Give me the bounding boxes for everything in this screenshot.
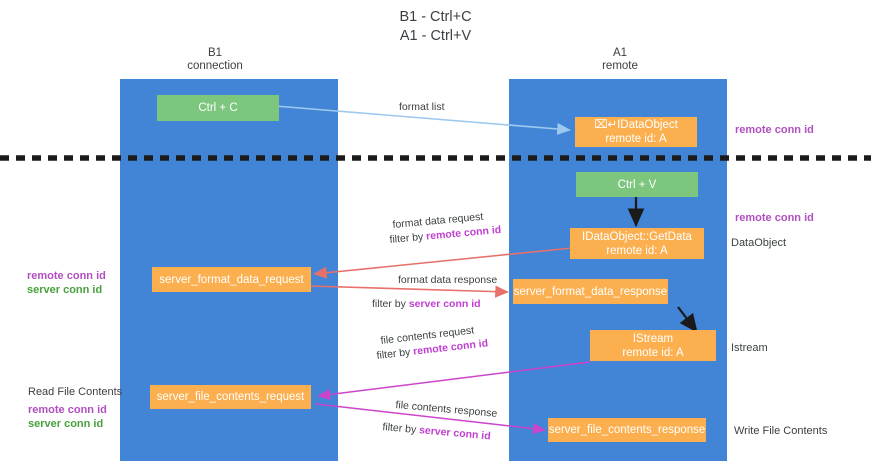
box-ctrl-c-label: Ctrl + C	[198, 102, 238, 114]
side-label-server-conn-id-2: server conn id	[28, 418, 104, 430]
filter-key-server-conn-id: server conn id	[408, 298, 481, 310]
filter-key-server-conn-id: server conn id	[418, 424, 492, 443]
side-label-write-file-contents: Write File Contents	[734, 425, 828, 437]
box-server-file-contents-response[interactable]: server_file_contents_response	[548, 418, 706, 442]
box-idataobject[interactable]: ⌧↵IDataObject remote id: A	[575, 117, 697, 147]
box-server-file-contents-response-label: server_file_contents_response	[548, 424, 706, 436]
side-label-remote-conn-id-2: remote conn id	[28, 404, 107, 416]
box-idataobject-label: ⌧↵IDataObject	[594, 119, 678, 131]
side-label-istream: Istream	[731, 342, 768, 354]
box-server-file-contents-request[interactable]: server_file_contents_request	[150, 385, 311, 409]
phase-divider	[0, 155, 871, 161]
filter-prefix: filter by	[372, 298, 409, 310]
filter-prefix: filter by	[381, 421, 420, 437]
column-header-b1-name: B1	[207, 47, 223, 59]
filter-prefix: filter by	[376, 345, 414, 362]
box-istream[interactable]: IStream remote id: A	[590, 330, 716, 361]
edge-label-format-data-response-filter: filter by server conn id	[372, 298, 481, 311]
box-server-format-data-request-label: server_format_data_request	[159, 273, 304, 286]
page-title-line-2: A1 - Ctrl+V	[399, 28, 472, 44]
box-server-file-contents-request-label: server_file_contents_request	[156, 391, 305, 403]
edge-label-format-list: format list	[399, 101, 445, 113]
box-server-format-data-response[interactable]: server_format_data_response	[513, 279, 668, 304]
column-header-b1: B1 connection	[155, 47, 275, 73]
box-ctrl-v[interactable]: Ctrl + V	[576, 172, 698, 197]
side-label-server-conn-id-1: server conn id	[27, 284, 103, 296]
edge-label-file-contents-response-filter: filter by server conn id	[382, 421, 491, 443]
side-label-remote-conn-id-mid: remote conn id	[735, 212, 814, 224]
column-header-a1-role: remote	[602, 60, 638, 72]
page-title: B1 - Ctrl+C A1 - Ctrl+V	[0, 8, 871, 46]
box-idataobject-remote-id: remote id: A	[605, 133, 667, 145]
filter-prefix: filter by	[389, 230, 427, 246]
box-server-format-data-response-label: server_format_data_response	[513, 285, 668, 298]
column-header-a1-name: A1	[612, 47, 628, 59]
column-header-b1-role: connection	[187, 60, 243, 72]
box-getdata-remote-id: remote id: A	[606, 244, 668, 257]
edge-label-format-data-response: format data response	[398, 274, 498, 286]
box-idataobject-getdata[interactable]: IDataObject::GetData remote id: A	[570, 228, 704, 259]
edge-label-file-contents-response: file contents response	[394, 399, 498, 420]
box-istream-remote-id: remote id: A	[622, 346, 684, 359]
column-header-a1: A1 remote	[560, 47, 680, 73]
box-istream-label: IStream	[632, 332, 674, 345]
side-label-read-file-contents: Read File Contents	[28, 386, 123, 398]
side-label-remote-conn-id-top: remote conn id	[735, 124, 814, 136]
side-label-remote-conn-id-1: remote conn id	[27, 270, 106, 282]
page-title-line-1: B1 - Ctrl+C	[399, 9, 472, 25]
side-label-dataobject: DataObject	[731, 237, 787, 249]
box-ctrl-c[interactable]: Ctrl + C	[157, 95, 279, 121]
box-getdata-label: IDataObject::GetData	[582, 230, 692, 243]
box-ctrl-v-label: Ctrl + V	[617, 178, 657, 191]
box-server-format-data-request[interactable]: server_format_data_request	[152, 267, 311, 292]
